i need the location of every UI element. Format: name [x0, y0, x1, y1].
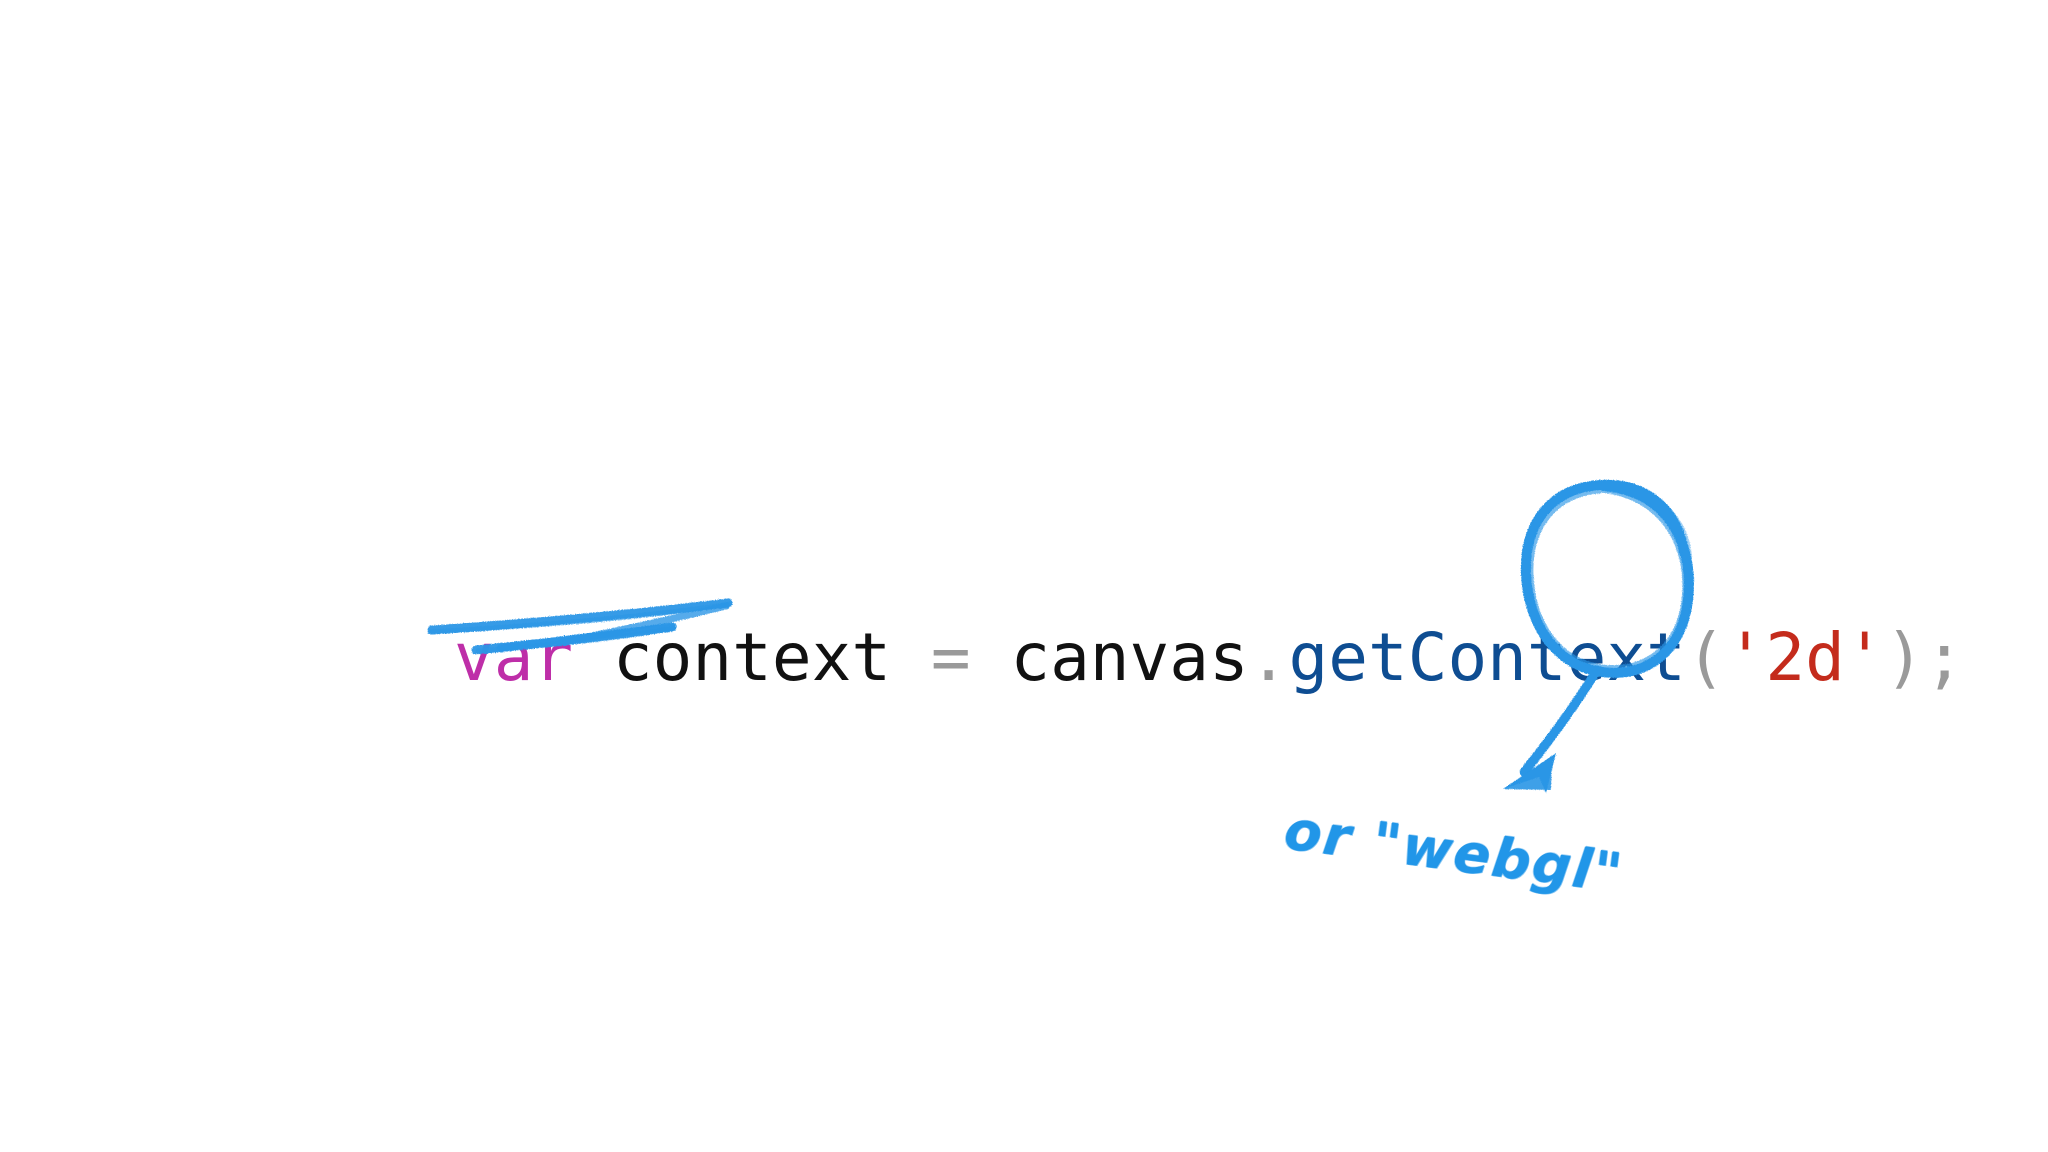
code-token-space-2 [891, 619, 931, 696]
code-token-space-3 [971, 619, 1011, 696]
code-token-identifier-context: context [612, 619, 892, 696]
code-token-paren-open: ( [1685, 619, 1726, 696]
code-token-semicolon: ; [1924, 619, 1965, 696]
code-token-dot: . [1248, 619, 1289, 696]
code-snippet: var context = canvas.getContext('2d'); [295, 541, 1964, 775]
code-token-method-getcontext: getContext [1288, 619, 1686, 696]
code-token-operator-assign: = [930, 619, 971, 696]
code-token-identifier-canvas: canvas [1010, 619, 1249, 696]
code-token-space-1 [573, 619, 613, 696]
code-token-paren-close: ) [1884, 619, 1925, 696]
handwritten-note-webgl: or "webgl" [1280, 798, 1628, 906]
code-token-string-2d: '2d' [1725, 619, 1885, 696]
code-token-keyword-var: var [453, 619, 574, 696]
